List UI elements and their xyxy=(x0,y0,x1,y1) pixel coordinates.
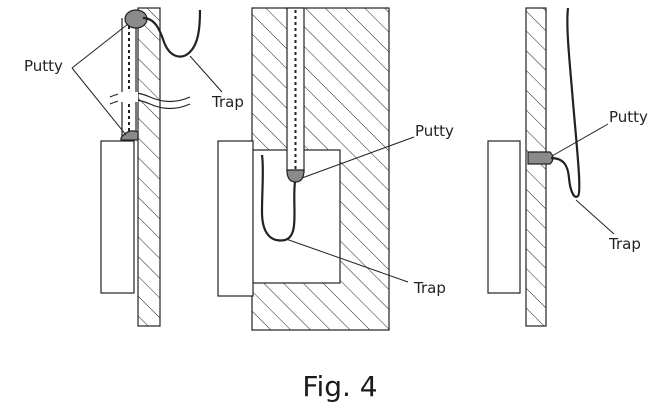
pipe-left xyxy=(121,18,137,138)
wall-right xyxy=(525,7,547,327)
putty-middle xyxy=(286,169,305,183)
panel-left: Putty Trap xyxy=(24,7,244,327)
trap-cable-middle xyxy=(260,154,297,242)
putty-right xyxy=(527,151,554,165)
trap-cable-right xyxy=(550,7,581,198)
device-box-right xyxy=(487,140,521,294)
panel-middle: Putty Trap xyxy=(217,7,454,331)
label-putty-middle: Putty xyxy=(415,122,454,140)
putty-leaders-left xyxy=(71,23,129,136)
label-trap-middle: Trap xyxy=(413,279,446,297)
panel-right: Putty Trap xyxy=(487,7,648,327)
label-putty-left: Putty xyxy=(24,57,63,75)
trap-leader-left xyxy=(189,55,223,93)
putty-bottom-left xyxy=(120,130,139,141)
trap-cable-left xyxy=(142,9,202,58)
label-putty-right: Putty xyxy=(609,108,648,126)
wall-left xyxy=(137,7,161,327)
trap-leader-right xyxy=(575,199,615,235)
label-trap-left: Trap xyxy=(211,93,244,111)
label-trap-right: Trap xyxy=(608,235,641,253)
device-box-left xyxy=(100,140,135,294)
pipe-middle xyxy=(286,7,305,173)
figure-caption: Fig. 4 xyxy=(302,370,377,403)
trap-leader-middle xyxy=(285,238,409,283)
putty-leader-middle xyxy=(301,136,415,179)
putty-leader-right xyxy=(551,123,609,157)
device-box-middle xyxy=(217,140,254,297)
